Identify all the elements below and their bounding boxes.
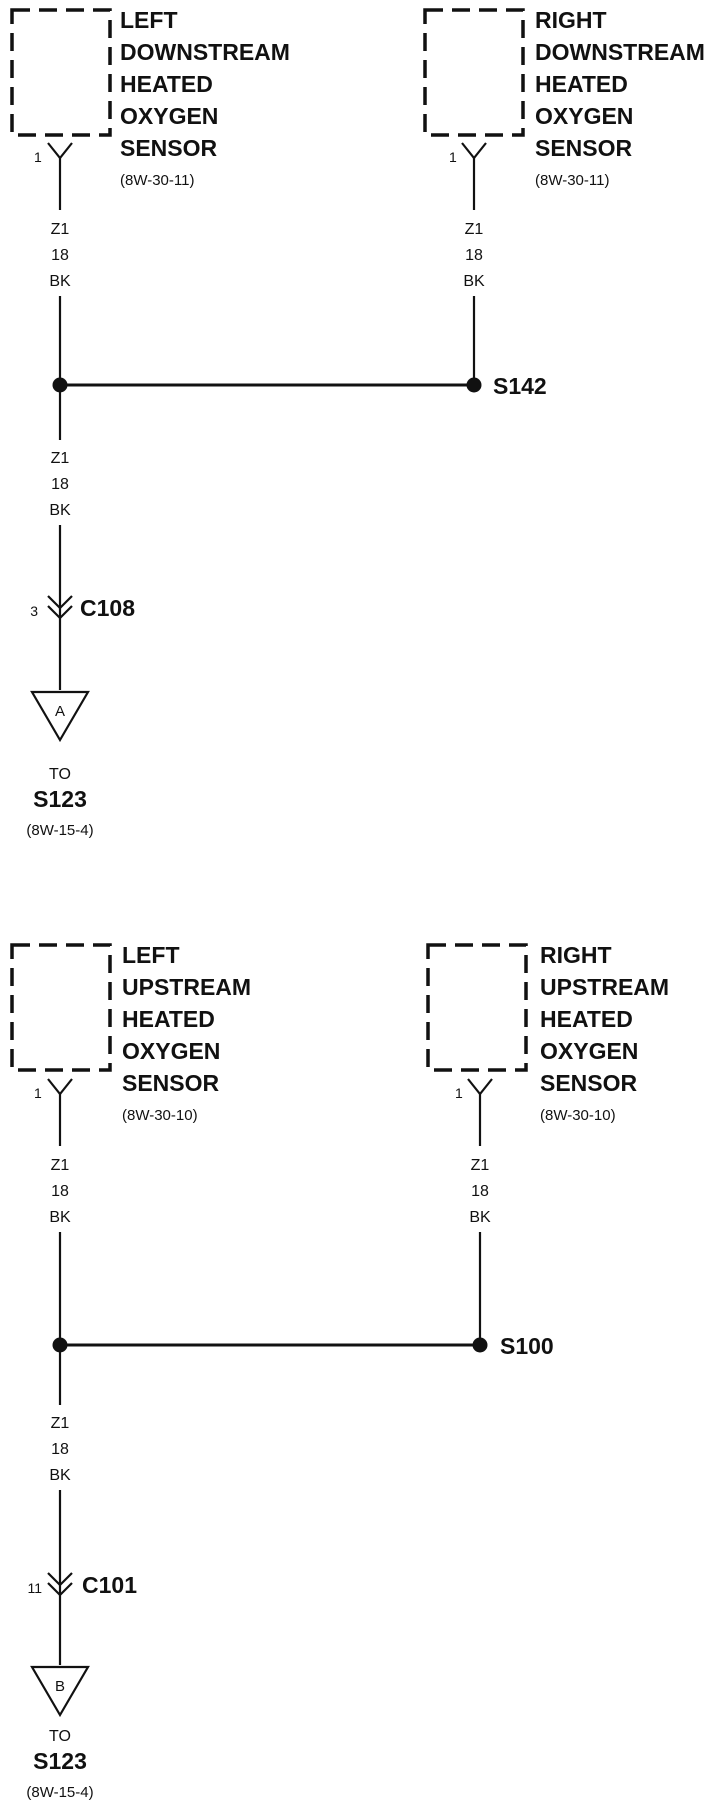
sensor-box-dashed <box>10 8 112 137</box>
terminal-to-label: TO <box>49 766 71 783</box>
sensor-name-line: OXYGEN <box>122 1038 220 1064</box>
terminal-page-ref: (8W-15-4) <box>26 822 93 839</box>
wire-color-label: BK <box>49 1467 71 1484</box>
sensor-name-line: RIGHT <box>540 942 612 968</box>
splice-s142: S142 <box>52 373 547 399</box>
terminal-letter: A <box>55 703 65 720</box>
sensor-left-upstream: LEFT UPSTREAM HEATED OXYGEN SENSOR (8W-3… <box>10 942 251 1338</box>
output-run-downstream: Z1 18 BK 3 C108 A TO S123 (8W-15-4) <box>26 392 135 839</box>
sensor-pin-number: 1 <box>34 1085 42 1101</box>
wire-circuit-label: Z1 <box>471 1157 490 1174</box>
terminal-to-label: TO <box>49 1728 71 1745</box>
wire-gauge-label: 18 <box>51 1183 69 1200</box>
splice-dot <box>52 377 68 393</box>
sensor-page-ref: (8W-30-10) <box>540 1107 616 1124</box>
wire-gauge-label: 18 <box>51 476 69 493</box>
wire-color-label: BK <box>49 1209 71 1226</box>
terminal-triangle-icon <box>30 1665 90 1718</box>
splice-s100: S100 <box>52 1333 554 1359</box>
sensor-name-line: LEFT <box>122 942 180 968</box>
pin-connector-icon <box>467 1078 493 1096</box>
splice-label: S142 <box>493 373 547 399</box>
wire-gauge-label: 18 <box>51 247 69 264</box>
sensor-name-line: DOWNSTREAM <box>120 39 290 65</box>
sensor-name-line: DOWNSTREAM <box>535 39 705 65</box>
sensor-box-dashed <box>426 943 528 1072</box>
section-upstream: LEFT UPSTREAM HEATED OXYGEN SENSOR (8W-3… <box>10 942 669 1801</box>
splice-dot <box>52 1337 68 1353</box>
sensor-name-line: SENSOR <box>535 135 633 161</box>
sensor-pin-number: 1 <box>449 149 457 165</box>
terminal-destination: S123 <box>33 1748 87 1774</box>
connector-label: C101 <box>82 1572 137 1598</box>
sensor-page-ref: (8W-30-11) <box>535 172 609 189</box>
terminal-letter: B <box>55 1678 65 1695</box>
wire-circuit-label: Z1 <box>51 221 70 238</box>
terminal-destination: S123 <box>33 786 87 812</box>
wire-circuit-label: Z1 <box>465 221 484 238</box>
pin-connector-icon <box>461 142 487 160</box>
splice-dot <box>466 377 482 393</box>
connector-label: C108 <box>80 595 135 621</box>
sensor-name-line: SENSOR <box>120 135 218 161</box>
wire-gauge-label: 18 <box>51 1441 69 1458</box>
connector-pin-number: 3 <box>30 603 38 619</box>
sensor-box-dashed <box>423 8 525 137</box>
sensor-name-line: OXYGEN <box>535 103 633 129</box>
splice-label: S100 <box>500 1333 554 1359</box>
terminal-page-ref: (8W-15-4) <box>26 1784 93 1801</box>
wire-color-label: BK <box>463 273 485 290</box>
wire-color-label: BK <box>469 1209 491 1226</box>
sensor-name-line: UPSTREAM <box>122 974 251 1000</box>
sensor-name-line: HEATED <box>540 1006 633 1032</box>
output-run-upstream: Z1 18 BK 11 C101 B TO S123 (8W-15-4) <box>26 1352 137 1801</box>
connector-pin-number: 11 <box>27 1580 42 1596</box>
sensor-pin-number: 1 <box>34 149 42 165</box>
wire-color-label: BK <box>49 273 71 290</box>
pin-connector-icon <box>47 1078 73 1096</box>
sensor-page-ref: (8W-30-10) <box>122 1107 198 1124</box>
sensor-pin-number: 1 <box>455 1085 463 1101</box>
splice-dot <box>472 1337 488 1353</box>
wire-gauge-label: 18 <box>471 1183 489 1200</box>
sensor-box-dashed <box>10 943 112 1072</box>
terminal-triangle-icon <box>30 690 90 743</box>
sensor-name-line: UPSTREAM <box>540 974 669 1000</box>
wire-circuit-label: Z1 <box>51 1157 70 1174</box>
connector-double-chevron-icon <box>47 1572 73 1597</box>
pin-connector-icon <box>47 142 73 160</box>
sensor-right-upstream: RIGHT UPSTREAM HEATED OXYGEN SENSOR (8W-… <box>426 942 669 1338</box>
wire-circuit-label: Z1 <box>51 450 70 467</box>
wire-color-label: BK <box>49 502 71 519</box>
sensor-left-downstream: LEFT DOWNSTREAM HEATED OXYGEN SENSOR (8W… <box>10 7 290 378</box>
wire-gauge-label: 18 <box>465 247 483 264</box>
sensor-name-line: OXYGEN <box>120 103 218 129</box>
connector-double-chevron-icon <box>47 595 73 620</box>
section-downstream: LEFT DOWNSTREAM HEATED OXYGEN SENSOR (8W… <box>10 7 705 839</box>
sensor-name-line: OXYGEN <box>540 1038 638 1064</box>
sensor-page-ref: (8W-30-11) <box>120 172 194 189</box>
sensor-name-line: SENSOR <box>540 1070 638 1096</box>
sensor-name-line: HEATED <box>122 1006 215 1032</box>
wire-circuit-label: Z1 <box>51 1415 70 1432</box>
sensor-name-line: HEATED <box>120 71 213 97</box>
sensor-name-line: HEATED <box>535 71 628 97</box>
sensor-name-line: SENSOR <box>122 1070 220 1096</box>
sensor-right-downstream: RIGHT DOWNSTREAM HEATED OXYGEN SENSOR (8… <box>423 7 705 378</box>
sensor-name-line: LEFT <box>120 7 178 33</box>
sensor-name-line: RIGHT <box>535 7 607 33</box>
